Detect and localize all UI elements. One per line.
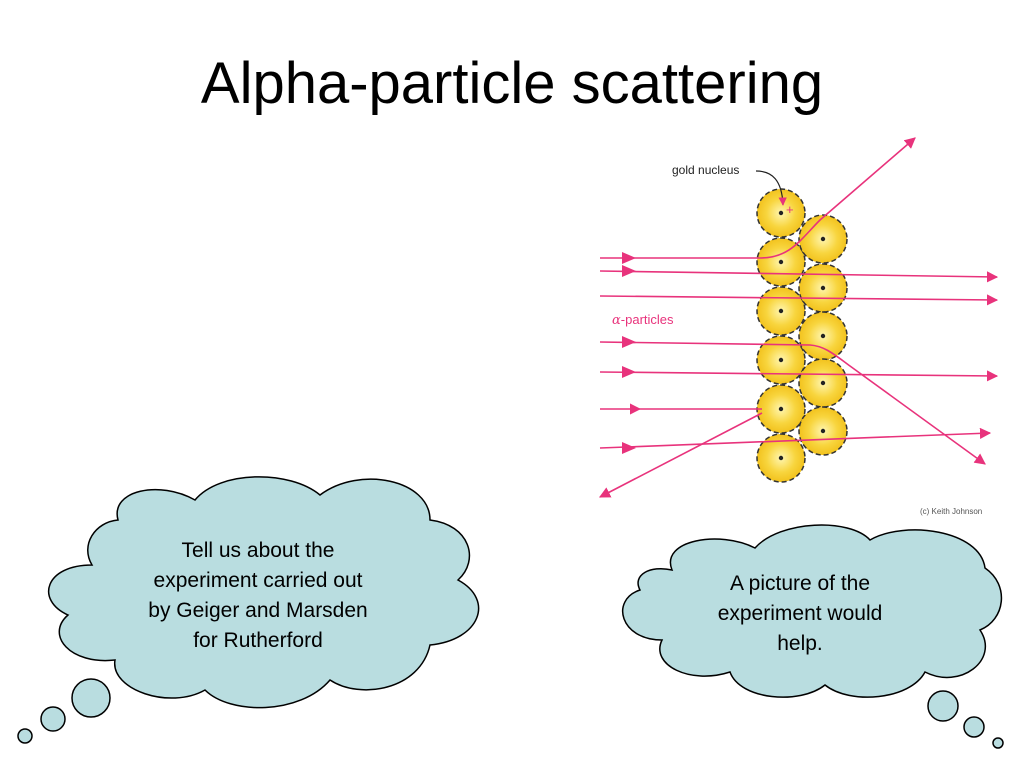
alpha-track-straight <box>599 370 999 382</box>
thought-bubble-left-large <box>71 678 111 718</box>
thought-cloud-left <box>17 476 480 744</box>
alpha-tracks <box>599 137 999 465</box>
alpha-track-deflected-up <box>600 137 916 259</box>
cloud-left-line: Tell us about the <box>181 539 335 562</box>
cloud-left-line: experiment carried out <box>153 569 363 592</box>
cloud-left-text: Tell us about the experiment carried out… <box>108 536 408 656</box>
thought-bubble-left-medium <box>40 706 66 732</box>
gold-nucleus-label: gold nucleus <box>672 163 739 177</box>
incoming-arrowheads <box>622 252 636 454</box>
gold-nucleus-pointer <box>755 170 787 206</box>
cloud-left-line: by Geiger and Marsden <box>148 599 368 622</box>
alpha-track-backscatter <box>599 408 763 498</box>
image-credit: (c) Keith Johnson <box>920 507 982 516</box>
thought-bubble-left-small <box>17 728 33 744</box>
alpha-track-straight <box>599 270 999 283</box>
alpha-track-straight <box>599 294 999 306</box>
nuclei <box>778 210 826 461</box>
slide-title: Alpha-particle scattering <box>200 51 824 116</box>
alpha-track-straight <box>599 427 992 449</box>
cloud-right-line: experiment would <box>717 602 883 625</box>
alpha-particles-label: α-particles <box>612 312 674 328</box>
nucleus-charge: + <box>786 202 794 217</box>
cloud-left-line: for Rutherford <box>193 629 323 652</box>
cloud-right-line: A picture of the <box>729 572 871 595</box>
cloud-right-line: help. <box>777 632 823 655</box>
alpha-track-deflected-down <box>599 341 986 465</box>
thought-cloud-right <box>622 524 1004 749</box>
gold-atoms-left-column <box>756 188 806 483</box>
thought-bubble-right-large <box>927 690 959 722</box>
thought-bubble-right-small <box>992 737 1004 749</box>
thought-bubble-right-medium <box>963 716 985 738</box>
cloud-right-text: A picture of the experiment would help. <box>680 569 920 659</box>
